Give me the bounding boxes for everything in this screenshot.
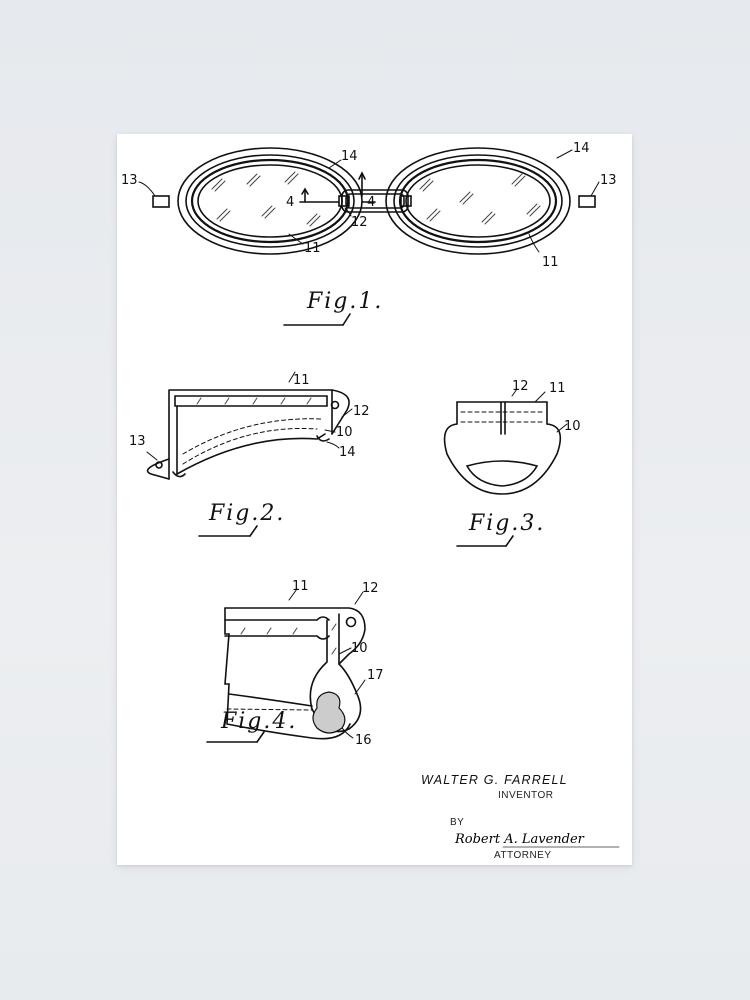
fig1-label-14-right: 14	[573, 141, 590, 156]
fig1-label-11-right: 11	[542, 255, 559, 270]
patent-drawing: 13 14 4 4 12 11 14 13 11 Fig.1. 11 12 10…	[121, 141, 620, 848]
inventor-role: INVENTOR	[498, 790, 554, 801]
fig1-label-13-right: 13	[600, 173, 617, 188]
fig2-label-12: 12	[353, 404, 370, 419]
fig3-label-12: 12	[512, 379, 529, 394]
fig3-label-11: 11	[549, 381, 566, 396]
fig1-goggles-illustration	[138, 147, 600, 255]
fig2-label-13: 13	[129, 434, 146, 449]
fig1-label-4-left: 4	[286, 195, 294, 210]
fig1-label-13-left: 13	[121, 173, 138, 188]
by-label: BY	[450, 817, 465, 828]
fig4-label-11: 11	[292, 579, 309, 594]
poster: 13 14 4 4 12 11 14 13 11 Fig.1. 11 12 10…	[117, 134, 632, 865]
fig3-illustration	[443, 388, 568, 495]
fig2-label-10: 10	[336, 425, 353, 440]
fig2-label-11: 11	[293, 373, 310, 388]
fig3-label-10: 10	[564, 419, 581, 434]
inventor-name: WALTER G. FARRELL	[421, 773, 568, 787]
fig1-label-12: 12	[351, 215, 368, 230]
attorney-role: ATTORNEY	[494, 850, 552, 861]
fig1-label-4-right: 4	[367, 195, 375, 210]
fig4-label-12: 12	[362, 581, 379, 596]
fig2-illustration	[146, 371, 353, 480]
fig1-label-14-left: 14	[341, 149, 358, 164]
fig1-label-11-left: 11	[304, 241, 321, 256]
fig2-caption: Fig.2.	[208, 501, 285, 526]
fig4-illustration	[224, 588, 366, 740]
fig4-label-16: 16	[355, 733, 372, 748]
fig4-label-17: 17	[367, 668, 384, 683]
fig1-caption: Fig.1.	[306, 289, 383, 314]
fig4-label-10: 10	[351, 641, 368, 656]
fig3-caption: Fig.3.	[468, 511, 545, 536]
attorney-signature: Robert A. Lavender	[455, 832, 584, 847]
fig2-label-14: 14	[339, 445, 356, 460]
fig4-caption: Fig.4.	[220, 709, 297, 734]
